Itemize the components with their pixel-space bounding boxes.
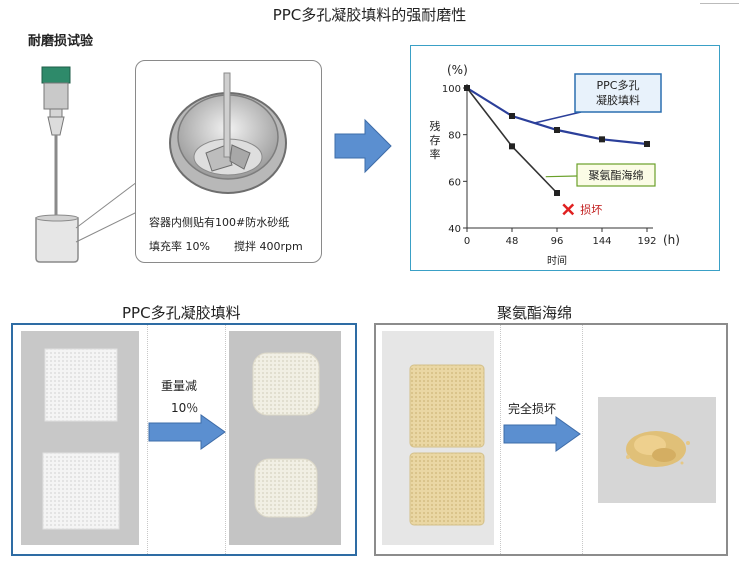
pu-comparison-panel: 完全损坏 [374,323,728,556]
x-tick-label: 192 [637,236,656,247]
y-tick-label: 80 [448,131,461,142]
ppc-legend-line1: PPC多孔 [597,78,640,92]
test-heading: 耐磨损试验 [28,34,94,49]
data-point [464,85,470,91]
pu-destroyed-label: 完全损坏 [508,402,557,416]
stirrer-apparatus-illustration [35,66,138,263]
y-axis-title-char: 残 [430,119,441,133]
pu-before-photo [382,331,494,545]
zoom-line-top [75,181,138,229]
zoom-line-bottom [75,211,138,243]
ppc-weight-loss-label: 重量减 [161,379,198,393]
data-point [509,113,515,119]
ppc-section-label: PPC多孔凝胶填料 [122,304,241,322]
container-closeup-box: 容器内侧贴有100#防水砂纸 填充率 10% 搅拌 400rpm [135,60,322,263]
data-point [599,136,605,143]
small-beaker [35,217,79,263]
y-axis-title-char: 率 [430,147,441,161]
x-axis-title: 时间 [547,254,567,267]
data-point [509,143,515,150]
motor-cap [41,66,71,84]
chart-panel: 0 48 96 144 192 40 60 80 100 (%) (h) 时间 残存率 PPC多孔凝胶填料… [410,45,720,271]
ppc-divider-left [147,325,149,554]
failure-label: 损坏 [580,202,602,216]
x-tick-label: 96 [551,236,564,247]
motor-neck [49,108,63,118]
ppc-before-photo [21,331,139,545]
x-tick-label: 48 [506,236,519,247]
pu-divider-left [500,325,502,554]
page-title: PPC多孔凝胶填料的强耐磨性 [272,6,467,24]
ppc-after-photo [229,331,341,545]
x-unit-label: (h) [663,233,680,247]
x-tick-label: 144 [592,236,611,247]
ppc-arrow [148,414,226,450]
motor-body [43,82,69,110]
pu-divider-right [582,325,584,554]
y-axis-title-char: 存 [430,133,441,147]
residual-rate-chart: 0 48 96 144 192 40 60 80 100 (%) (h) 时间 残存率 PPC多孔凝胶填料… [430,63,680,267]
data-point [554,127,560,133]
pu-arrow [503,416,581,452]
container-cross-section [169,72,287,194]
pu-legend-box [576,163,656,187]
ppc-weight-loss-value: 10％ [171,401,199,415]
failure-x-mark [562,203,575,216]
ppc-comparison-panel: 重量减 10％ [11,323,357,556]
arrow-to-chart [334,118,392,174]
corner-rule [700,0,739,4]
pu-after-photo [598,397,716,503]
y-tick-label: 60 [448,177,461,188]
stir-speed-caption: 搅拌 400rpm [234,240,303,253]
y-tick-label: 100 [442,84,461,95]
sandpaper-caption: 容器内侧贴有100#防水砂纸 [149,216,290,229]
ppc-divider-right [225,325,227,554]
pu-section-label: 聚氨酯海绵 [497,304,573,322]
ppc-callout-line [534,111,582,124]
pu-callout-line [545,175,578,178]
data-point [644,141,650,147]
x-tick-label: 0 [464,236,470,247]
ppc-legend-box [574,73,662,113]
y-unit-label: (%) [447,63,468,77]
series-line-pu [466,87,558,194]
fill-rate-caption: 填充率 10% [149,240,210,253]
chuck [47,116,65,136]
data-point [554,190,560,196]
y-tick-label: 40 [448,224,461,235]
pu-legend-text: 聚氨酯海绵 [589,168,644,182]
ppc-legend-line2: 凝胶填料 [596,93,640,107]
